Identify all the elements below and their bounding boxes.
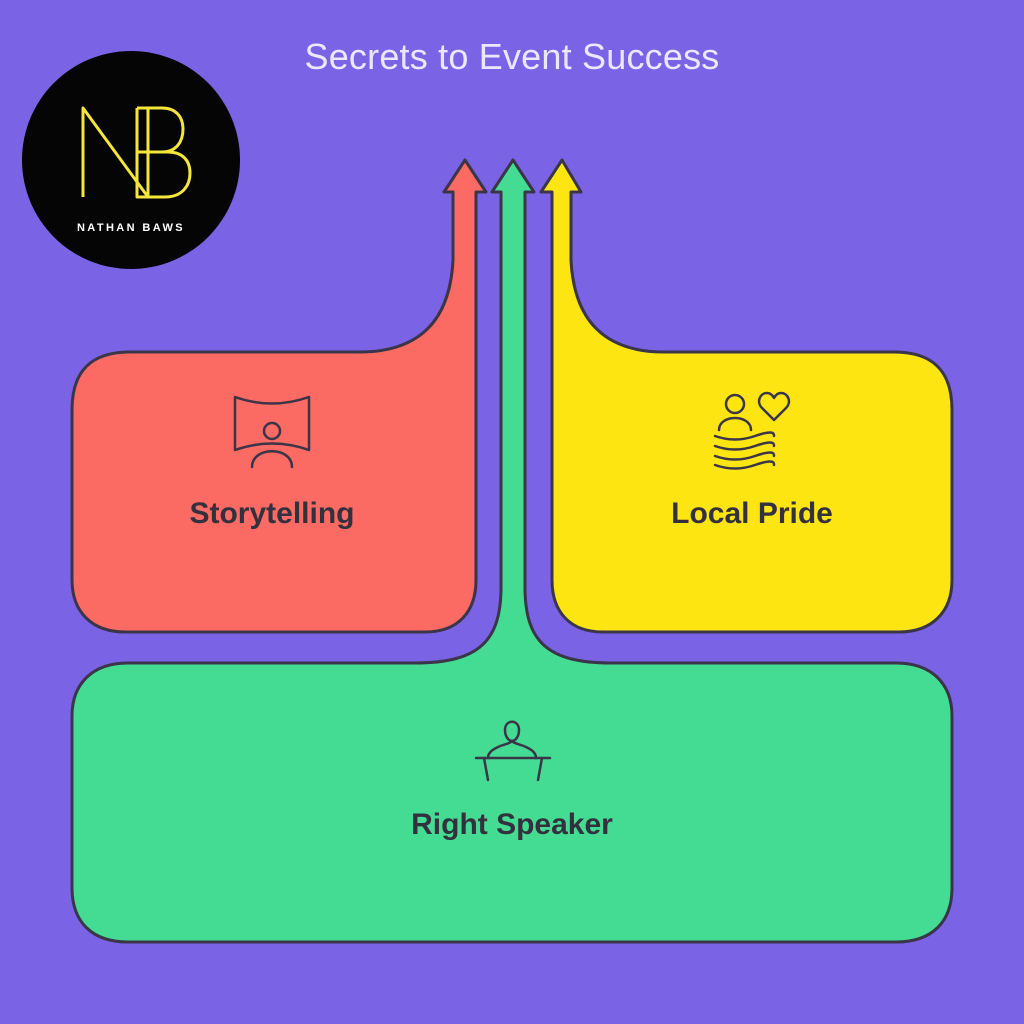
storytelling-label: Storytelling — [189, 497, 354, 530]
right-speaker-label: Right Speaker — [411, 808, 613, 841]
community-heart-icon — [713, 391, 791, 470]
local-pride-label: Local Pride — [671, 497, 833, 530]
logo-monogram-icon — [81, 106, 192, 199]
presentation-screen-icon — [233, 395, 311, 469]
right-speaker-block: Right Speaker — [70, 158, 954, 944]
storytelling-block: Storytelling — [70, 158, 488, 634]
local-pride-shape — [539, 158, 954, 634]
speaker-podium-icon — [474, 720, 552, 782]
page-title: Secrets to Event Success — [304, 36, 720, 77]
logo-name: NATHAN BAWS — [77, 222, 185, 234]
logo-circle — [22, 51, 240, 269]
right-speaker-shape — [70, 158, 954, 944]
local-pride-block: Local Pride — [539, 158, 954, 634]
storytelling-shape — [70, 158, 488, 634]
logo: NATHAN BAWS — [22, 51, 240, 269]
